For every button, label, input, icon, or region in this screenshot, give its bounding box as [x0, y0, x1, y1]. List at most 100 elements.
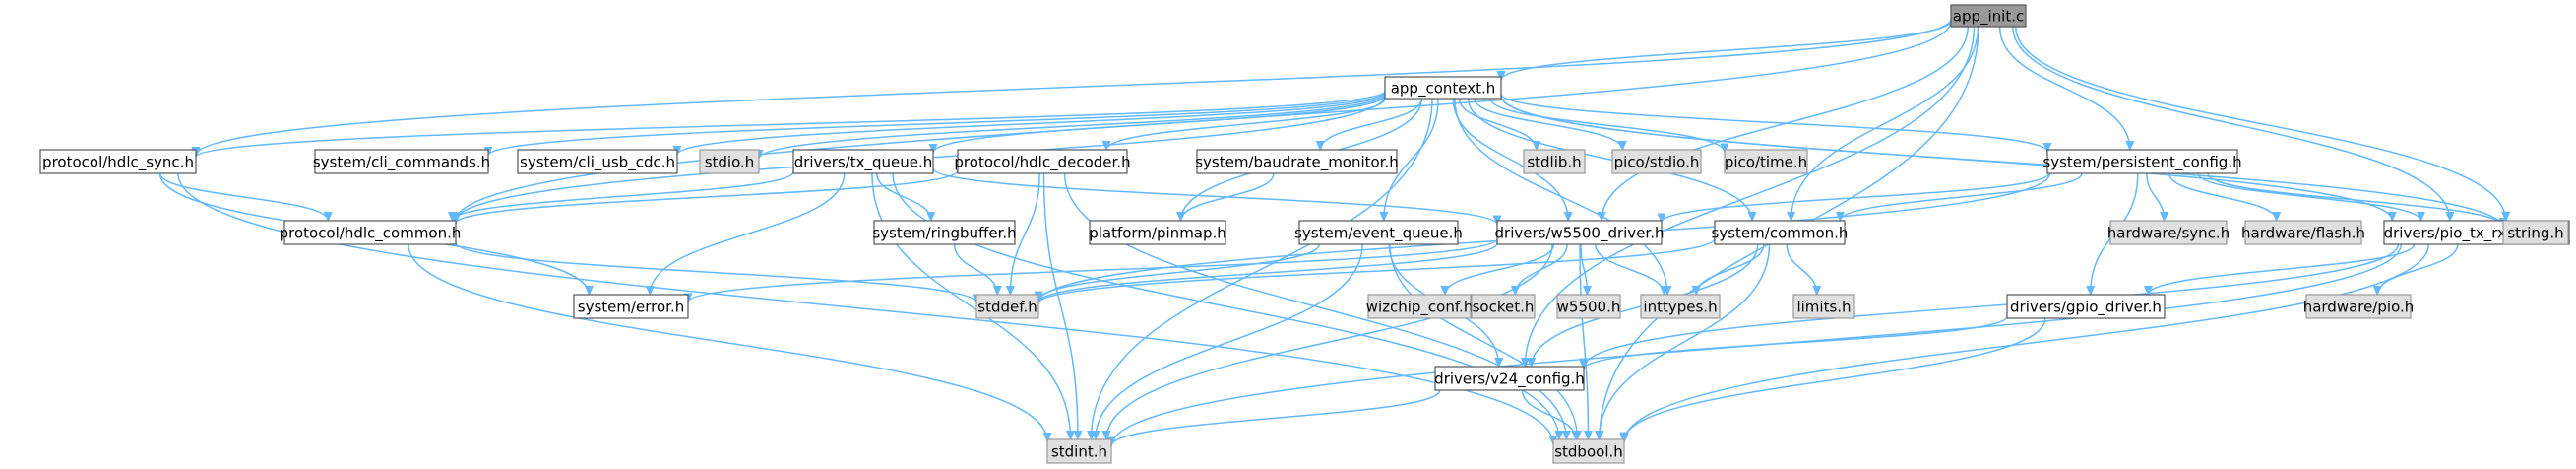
node-box — [1724, 149, 1808, 174]
node-box — [957, 149, 1128, 174]
node-inttypes_h: inttypes.h — [1640, 294, 1721, 319]
node-protocol_hdlc_decoder_h[interactable]: protocol/hdlc_decoder.h — [954, 149, 1131, 174]
node-system_baudrate_monitor_h[interactable]: system/baudrate_monitor.h — [1195, 149, 1399, 174]
include-edge-protocol_hdlc_sync_h-to-protocol_hdlc_common_h — [158, 172, 329, 221]
include-edge-app_context_h-to-stdint_h — [1092, 98, 1433, 439]
include-edge-app_context_h-to-system_cli_commands_h — [488, 91, 1386, 156]
include-edge-drivers_tx_queue_h-to-protocol_hdlc_common_h — [453, 170, 794, 221]
include-edge-app_init_c-to-drivers_pio_tx_rx_driver_h — [2012, 26, 2450, 221]
include-edge-app_context_h-to-stdlib_h — [1458, 98, 1537, 150]
node-label: drivers/tx_queue.h — [794, 154, 933, 172]
include-edge-drivers_w5500_driver_h-to-w5500_h — [1580, 243, 1587, 295]
node-system_cli_usb_cdc_h[interactable]: system/cli_usb_cdc.h — [517, 149, 678, 174]
include-edge-app_context_h-to-system_cli_usb_cdc_h — [677, 92, 1386, 155]
include-edge-app_context_h-to-inttypes_h — [1454, 98, 1667, 295]
include-edge-system_common_h-to-stddef_h — [1038, 237, 1716, 303]
node-label: stddef.h — [977, 299, 1037, 316]
include-edge-system_persistent_config_h-to-system_common_h — [1840, 172, 2083, 221]
include-edge-drivers_tx_queue_h-to-system_error_h — [650, 172, 846, 295]
node-label: platform/pinmap.h — [1089, 225, 1226, 242]
node-box — [2502, 220, 2569, 245]
node-label: system/event_queue.h — [1294, 225, 1463, 243]
node-protocol_hdlc_common_h[interactable]: protocol/hdlc_common.h — [280, 220, 462, 245]
node-box — [1552, 438, 1625, 464]
node-label: stdbool.h — [1554, 443, 1623, 461]
node-label: system/baudrate_monitor.h — [1195, 154, 1399, 172]
node-box — [1496, 220, 1663, 245]
node-box — [975, 294, 1039, 319]
include-edge-drivers_pio_tx_rx_driver_h-to-drivers_v24_config_h — [1584, 243, 2400, 368]
node-box — [314, 149, 489, 174]
node-label: app_init.c — [1953, 8, 2024, 27]
node-box — [1611, 149, 1702, 174]
include-edge-drivers_tx_queue_h-to-stdint_h — [871, 172, 1071, 439]
node-box — [2305, 294, 2412, 319]
node-system_event_queue_h[interactable]: system/event_queue.h — [1294, 220, 1463, 245]
node-hardware_pio_h: hardware/pio.h — [2303, 294, 2415, 319]
node-stdbool_h: stdbool.h — [1552, 438, 1625, 464]
node-box — [1367, 294, 1472, 319]
include-edge-app_init_c-to-drivers_v24_config_h — [1525, 26, 1976, 367]
node-box — [2046, 149, 2238, 174]
node-label: stdlib.h — [1527, 154, 1581, 171]
include-edge-app_context_h-to-system_event_queue_h — [1384, 98, 1439, 221]
node-hardware_flash_h: hardware/flash.h — [2241, 220, 2365, 245]
node-label: system/cli_usb_cdc.h — [520, 154, 675, 172]
include-edge-app_context_h-to-stdio_h — [759, 93, 1386, 159]
include-edge-system_common_h-to-stdbool_h — [1599, 243, 1771, 439]
include-edge-system_common_h-to-limits_h — [1786, 243, 1817, 295]
node-app_context_h[interactable]: app_context.h — [1384, 76, 1502, 100]
node-system_common_h[interactable]: system/common.h — [1712, 220, 1849, 245]
node-label: limits.h — [1796, 299, 1851, 316]
node-label: app_context.h — [1391, 80, 1496, 99]
node-stdlib_h: stdlib.h — [1523, 149, 1586, 174]
node-wizchip_conf_h: wizchip_conf.h — [1366, 294, 1474, 319]
node-label: system/common.h — [1712, 225, 1849, 242]
include-edge-protocol_hdlc_decoder_h-to-stdint_h — [1042, 172, 1078, 439]
node-label: protocol/hdlc_common.h — [280, 225, 462, 243]
node-drivers_gpio_driver_h[interactable]: drivers/gpio_driver.h — [2006, 294, 2166, 319]
node-box — [1950, 4, 2027, 28]
node-label: w5500.h — [1557, 299, 1621, 316]
node-pico_time_h: pico/time.h — [1724, 149, 1808, 174]
include-edge-system_baudrate_monitor_h-to-platform_pinmap_h — [1181, 172, 1275, 221]
node-stdio_h: stdio.h — [699, 149, 760, 174]
include-edge-drivers_pio_tx_rx_driver_h-to-drivers_gpio_driver_h — [2149, 243, 2416, 295]
include-edge-drivers_pio_tx_rx_driver_h-to-stdbool_h — [1624, 243, 2429, 442]
node-pico_stdio_h: pico/stdio.h — [1611, 149, 1702, 174]
node-box — [1556, 294, 1621, 319]
node-box — [2109, 220, 2228, 245]
node-label: hardware/sync.h — [2107, 225, 2230, 242]
include-edge-system_event_queue_h-to-stdbool_h — [1389, 243, 1577, 439]
include-edge-system_event_queue_h-to-stdint_h — [1096, 243, 1363, 439]
node-box — [1046, 438, 1112, 464]
include-edge-system_common_h-to-inttypes_h — [1696, 243, 1765, 295]
nodes-layer: app_init.c app_context.h protocol/hdlc_syn… — [39, 4, 2570, 464]
include-edge-protocol_hdlc_decoder_h-to-stddef_h — [1010, 172, 1040, 295]
node-label: inttypes.h — [1643, 299, 1717, 316]
include-edge-system_persistent_config_h-to-drivers_pio_tx_rx_driver_h — [2197, 172, 2420, 221]
node-label: hardware/pio.h — [2303, 299, 2415, 316]
node-drivers_v24_config_h[interactable]: drivers/v24_config.h — [1434, 366, 1585, 391]
node-system_persistent_config_h[interactable]: system/persistent_config.h — [2042, 149, 2242, 174]
node-platform_pinmap_h[interactable]: platform/pinmap.h — [1089, 220, 1226, 245]
node-label: system/persistent_config.h — [2042, 154, 2241, 172]
include-edge-app_init_c-to-app_context_h — [1501, 20, 1952, 80]
node-drivers_w5500_driver_h[interactable]: drivers/w5500_driver.h — [1495, 220, 1665, 245]
node-socket_h: socket.h — [1471, 294, 1536, 319]
include-edge-protocol_hdlc_sync_h-to-stdbool_h — [177, 172, 1553, 444]
node-label: hardware/flash.h — [2241, 225, 2365, 242]
include-edge-app_context_h-to-system_baudrate_monitor_h — [1320, 98, 1422, 150]
node-label: wizchip_conf.h — [1366, 299, 1474, 317]
include-edge-drivers_tx_queue_h-to-system_ringbuffer_h — [876, 172, 931, 221]
node-hardware_sync_h: hardware/sync.h — [2107, 220, 2230, 245]
node-system_error_h[interactable]: system/error.h — [573, 294, 689, 319]
node-app_init_c[interactable]: app_init.c — [1950, 4, 2027, 28]
node-label: stdio.h — [705, 154, 755, 171]
node-protocol_hdlc_sync_h[interactable]: protocol/hdlc_sync.h — [39, 149, 197, 174]
node-system_cli_commands_h[interactable]: system/cli_commands.h — [313, 149, 490, 174]
node-system_ringbuffer_h[interactable]: system/ringbuffer.h — [872, 220, 1017, 245]
include-edge-app_init_c-to-system_common_h — [1791, 26, 1979, 221]
node-drivers_tx_queue_h[interactable]: drivers/tx_queue.h — [792, 149, 934, 174]
node-box — [1384, 76, 1502, 100]
